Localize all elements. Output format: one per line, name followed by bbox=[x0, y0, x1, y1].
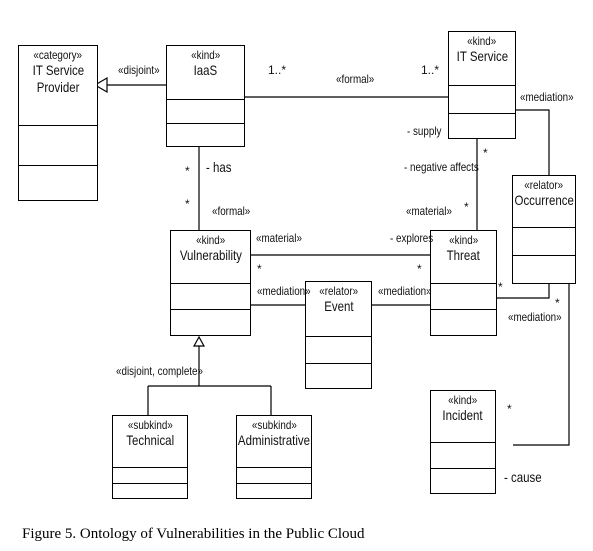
stereotype-label: «kind» bbox=[467, 34, 497, 48]
attribute-section bbox=[431, 284, 496, 310]
attribute-section bbox=[306, 337, 371, 364]
attribute-section bbox=[513, 228, 575, 256]
multiplicity-threat-right: * bbox=[498, 280, 503, 294]
class-iaas[interactable]: «kind» IaaS bbox=[166, 45, 245, 147]
mediation-label-threat: «mediation» bbox=[378, 284, 432, 298]
attribute-section bbox=[19, 126, 97, 166]
attribute-section bbox=[171, 284, 250, 310]
class-it-service-provider[interactable]: «category» IT Service Provider bbox=[18, 45, 98, 201]
operation-section bbox=[113, 484, 187, 498]
material-label-top: «material» bbox=[406, 204, 452, 218]
generalization-arrowhead bbox=[93, 76, 108, 94]
class-name: Provider bbox=[36, 79, 80, 95]
multiplicity-has-2: * bbox=[185, 197, 190, 211]
stereotype-label: «subkind» bbox=[127, 418, 173, 432]
operation-section bbox=[513, 256, 575, 283]
formal-label-top: «formal» bbox=[336, 72, 375, 86]
class-technical[interactable]: «subkind» Technical bbox=[112, 415, 188, 499]
class-threat[interactable]: «kind» Threat bbox=[430, 230, 497, 336]
explores-label: - explores bbox=[390, 231, 434, 245]
threat-occurrence-line bbox=[497, 283, 550, 299]
operation-section bbox=[449, 114, 515, 138]
stereotype-label: «relator» bbox=[319, 284, 358, 298]
operation-section bbox=[306, 364, 371, 388]
operation-section bbox=[167, 124, 244, 146]
multiplicity-has-1: * bbox=[185, 164, 190, 178]
stereotype-label: «category» bbox=[33, 48, 83, 62]
multiplicity-vulnerability: * bbox=[257, 262, 262, 276]
attribute-section bbox=[167, 100, 244, 124]
class-name: Technical bbox=[126, 432, 174, 448]
multiplicity-iaas-top: 1..* bbox=[268, 63, 287, 77]
material-label-mid: «material» bbox=[256, 231, 302, 245]
negative-affects-label: - negative affects bbox=[404, 160, 479, 174]
formal-label-mid: «formal» bbox=[212, 204, 251, 218]
has-label: - has bbox=[206, 159, 232, 175]
operation-section bbox=[237, 484, 311, 498]
attribute-section bbox=[237, 468, 311, 484]
attribute-section bbox=[113, 468, 187, 484]
operation-section bbox=[431, 310, 496, 335]
class-administrative[interactable]: «subkind» Administrative bbox=[236, 415, 312, 499]
class-name: Occurrence bbox=[514, 192, 574, 208]
class-name: Incident bbox=[442, 407, 484, 423]
multiplicity-threat: * bbox=[417, 262, 422, 276]
operation-section bbox=[171, 310, 250, 335]
multiplicity-incident: * bbox=[507, 402, 512, 416]
stereotype-label: «kind» bbox=[195, 233, 226, 247]
specialization-arrowhead bbox=[192, 335, 206, 347]
disjoint-complete-label: «disjoint, complete» bbox=[116, 364, 203, 378]
stereotype-label: «kind» bbox=[448, 233, 479, 247]
class-occurrence[interactable]: «relator» Occurrence bbox=[512, 175, 576, 284]
stereotype-label: «kind» bbox=[448, 393, 478, 407]
class-vulnerability[interactable]: «kind» Vulnerability bbox=[170, 230, 251, 336]
class-event[interactable]: «relator» Event bbox=[305, 281, 372, 389]
multiplicity-occurrence: * bbox=[555, 296, 560, 310]
cause-label: - cause bbox=[504, 469, 542, 485]
multiplicity-itservice-top: 1..* bbox=[421, 63, 440, 77]
stereotype-label: «subkind» bbox=[251, 418, 297, 432]
operation-section bbox=[431, 469, 495, 493]
disjoint-label: «disjoint» bbox=[118, 63, 160, 77]
multiplicity-negative-affects: * bbox=[483, 146, 488, 160]
multiplicity-material-top: * bbox=[464, 200, 469, 214]
mediation-itservice-occurrence bbox=[516, 109, 550, 175]
operation-section bbox=[19, 166, 97, 200]
mediation-label-bottom: «mediation» bbox=[508, 310, 562, 324]
class-name: IT Service bbox=[456, 48, 508, 64]
attribute-section bbox=[449, 86, 515, 114]
figure-caption: Figure 5. Ontology of Vulnerabilities in… bbox=[22, 526, 365, 542]
class-incident[interactable]: «kind» Incident bbox=[430, 390, 496, 494]
mediation-label-vulnerability: «mediation» bbox=[257, 284, 311, 298]
attribute-section bbox=[431, 443, 495, 469]
class-name: Event bbox=[323, 298, 354, 314]
class-name: IaaS bbox=[193, 62, 218, 78]
occurrence-incident-line bbox=[513, 283, 570, 446]
class-name: Administrative bbox=[237, 432, 311, 448]
mediation-label-top: «mediation» bbox=[520, 90, 574, 104]
supply-label: - supply bbox=[407, 124, 442, 138]
stereotype-label: «relator» bbox=[524, 178, 564, 192]
class-name: Threat bbox=[446, 247, 481, 263]
class-name: IT Service bbox=[32, 62, 84, 78]
class-name: Vulnerability bbox=[179, 247, 242, 263]
stereotype-label: «kind» bbox=[190, 48, 221, 62]
class-it-service[interactable]: «kind» IT Service bbox=[448, 31, 516, 139]
